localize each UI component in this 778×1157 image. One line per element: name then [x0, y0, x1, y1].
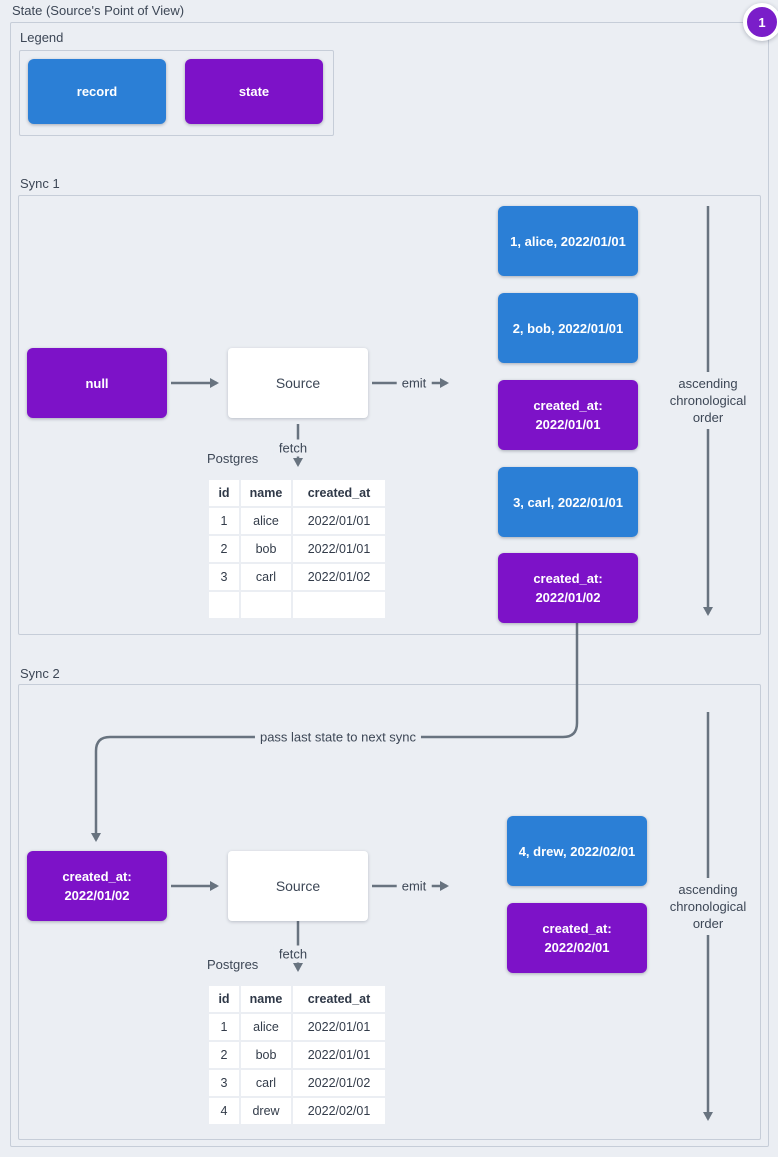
sync1-input-state-box: null	[27, 348, 167, 418]
legend-record-label: record	[76, 84, 118, 99]
legend-label: Legend	[20, 30, 64, 45]
cell-name: bob	[241, 1042, 291, 1068]
emitted-state-line1: created_at:	[542, 921, 612, 936]
emitted-record-text: 1, alice, 2022/01/01	[510, 233, 626, 249]
sync2-label: Sync 2	[20, 666, 60, 681]
cell-id: 1	[209, 508, 239, 534]
col-header-name: name	[241, 480, 291, 506]
table-row: 1 alice 2022/01/01	[209, 508, 385, 534]
legend-record-swatch: record	[28, 59, 166, 124]
cell-id: 1	[209, 1014, 239, 1040]
cell-id: 2	[209, 1042, 239, 1068]
sync2-postgres-label: Postgres	[207, 957, 259, 972]
sync2-input-state-line1: created_at:	[62, 869, 132, 884]
sync2-emit-label: emit	[396, 877, 432, 895]
table-row: 2 bob 2022/01/01	[209, 1042, 385, 1068]
col-header-created-at: created_at	[293, 986, 385, 1012]
sync2-input-state-box: created_at: 2022/01/02	[27, 851, 167, 921]
table-row: 2 bob 2022/01/01	[209, 536, 385, 562]
emitted-record-text: 3, carl, 2022/01/01	[513, 494, 623, 510]
legend-state-swatch: state	[185, 59, 323, 124]
cell-created-at: 2022/02/01	[293, 1098, 385, 1124]
col-header-id: id	[209, 480, 239, 506]
page-title: State (Source's Point of View)	[12, 3, 185, 18]
table-row: 3 carl 2022/01/02	[209, 564, 385, 590]
cell-name: alice	[241, 1014, 291, 1040]
table-row: 3 carl 2022/01/02	[209, 1070, 385, 1096]
emitted-state-line2: 2022/01/01	[535, 417, 601, 432]
sync1-emit-label: emit	[396, 374, 432, 392]
cell-created-at: 2022/01/01	[293, 1014, 385, 1040]
cell-created-at	[293, 592, 385, 618]
sync2-postgres-table: id name created_at 1 alice 2022/01/01 2 …	[207, 984, 387, 1126]
cell-name: bob	[241, 536, 291, 562]
cell-name: carl	[241, 564, 291, 590]
emitted-record-text: 2, bob, 2022/01/01	[512, 320, 624, 336]
table-header-row: id name created_at	[209, 480, 385, 506]
sync1-postgres-table: id name created_at 1 alice 2022/01/01 2 …	[207, 478, 387, 620]
legend-frame	[19, 50, 334, 136]
table-row: 1 alice 2022/01/01	[209, 1014, 385, 1040]
sync2-input-state-line2: 2022/01/02	[64, 888, 130, 903]
sync1-fetch-label: fetch	[273, 439, 313, 457]
table-row-empty	[209, 592, 385, 618]
cell-created-at: 2022/01/01	[293, 508, 385, 534]
sync1-order-note: ascending chronological order	[660, 372, 756, 429]
emitted-record-box: 1, alice, 2022/01/01	[498, 206, 638, 276]
sync1-source-box: Source	[228, 348, 368, 418]
emitted-state-box: created_at: 2022/01/01	[498, 380, 638, 450]
sync1-postgres-label: Postgres	[207, 451, 259, 466]
cell-id: 2	[209, 536, 239, 562]
cell-name: carl	[241, 1070, 291, 1096]
cell-name: drew	[241, 1098, 291, 1124]
emitted-state-line2: 2022/02/01	[544, 940, 610, 955]
cell-created-at: 2022/01/02	[293, 564, 385, 590]
sync2-source-box: Source	[228, 851, 368, 921]
col-header-name: name	[241, 986, 291, 1012]
sync2-source-text: Source	[275, 877, 321, 894]
sync2-fetch-label: fetch	[273, 945, 313, 963]
cell-created-at: 2022/01/02	[293, 1070, 385, 1096]
col-header-id: id	[209, 986, 239, 1012]
sync2-order-note: ascending chronological order	[660, 878, 756, 935]
cell-id: 3	[209, 564, 239, 590]
emitted-state-line1: created_at:	[533, 398, 603, 413]
cell-id: 4	[209, 1098, 239, 1124]
cell-name: alice	[241, 508, 291, 534]
emitted-state-line2: 2022/01/02	[535, 590, 601, 605]
step-badge-number: 1	[758, 14, 766, 30]
cell-id	[209, 592, 239, 618]
sync1-label: Sync 1	[20, 176, 60, 191]
emitted-record-box: 2, bob, 2022/01/01	[498, 293, 638, 363]
emitted-record-box: 3, carl, 2022/01/01	[498, 467, 638, 537]
legend-state-label: state	[238, 84, 270, 99]
table-header-row: id name created_at	[209, 986, 385, 1012]
cell-created-at: 2022/01/01	[293, 536, 385, 562]
emitted-state-box: created_at: 2022/01/02	[498, 553, 638, 623]
outer-frame	[10, 22, 769, 1147]
emitted-record-box: 4, drew, 2022/02/01	[507, 816, 647, 886]
emitted-state-line1: created_at:	[533, 571, 603, 586]
col-header-created-at: created_at	[293, 480, 385, 506]
sync1-source-text: Source	[275, 374, 321, 391]
cell-id: 3	[209, 1070, 239, 1096]
emitted-state-box: created_at: 2022/02/01	[507, 903, 647, 973]
cell-name	[241, 592, 291, 618]
step-badge: 1	[743, 3, 778, 41]
pass-state-label: pass last state to next sync	[254, 728, 422, 746]
sync1-input-state-text: null	[85, 375, 109, 391]
table-row: 4 drew 2022/02/01	[209, 1098, 385, 1124]
emitted-record-text: 4, drew, 2022/02/01	[518, 843, 636, 859]
cell-created-at: 2022/01/01	[293, 1042, 385, 1068]
